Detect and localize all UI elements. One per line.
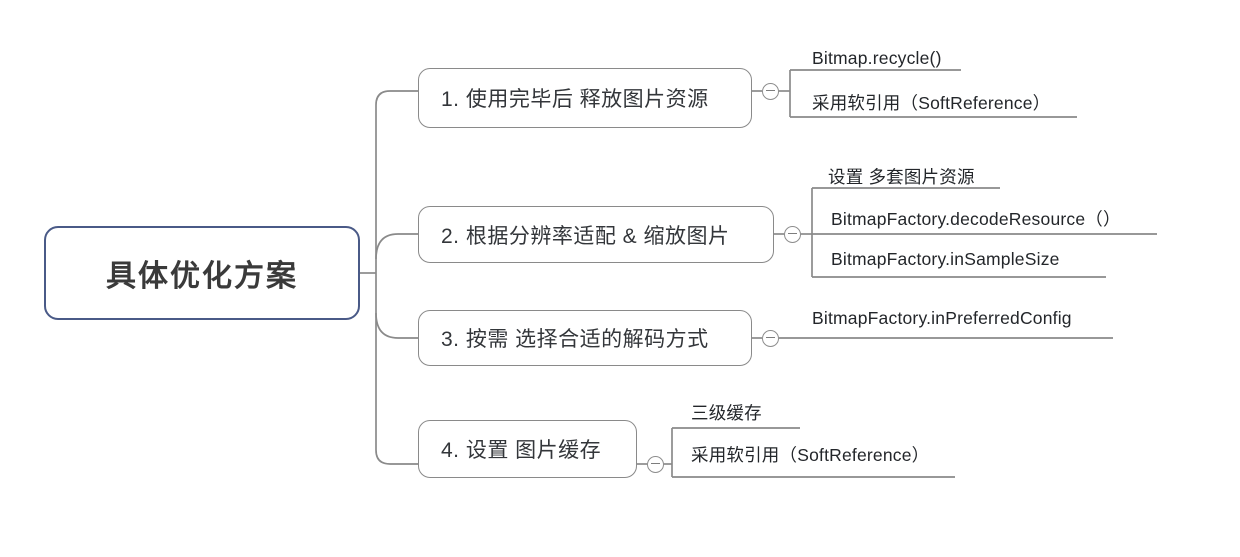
root-node-label: 具体优化方案	[106, 260, 298, 293]
branch-node-3[interactable]: 3. 按需 选择合适的解码方式	[418, 310, 752, 366]
collapse-toggle-branch-4[interactable]	[647, 455, 664, 473]
branch-node-4-label: 4. 设置 图片缓存	[441, 439, 602, 462]
leaf-branch-1-item-1[interactable]: Bitmap.recycle()	[812, 48, 942, 68]
leaf-branch-3-item-1[interactable]: BitmapFactory.inPreferredConfig	[812, 308, 1072, 328]
branch-node-1-label: 1. 使用完毕后 释放图片资源	[441, 88, 709, 111]
branch-node-3-label: 3. 按需 选择合适的解码方式	[441, 328, 709, 351]
leaf-branch-2-item-1[interactable]: 设置 多套图片资源	[828, 167, 975, 187]
trunk-elbow-2	[375, 233, 418, 260]
branch-node-1[interactable]: 1. 使用完毕后 释放图片资源	[418, 68, 752, 128]
root-node[interactable]: 具体优化方案	[44, 226, 360, 320]
branch-node-2-label: 2. 根据分辨率适配 & 缩放图片	[441, 224, 730, 248]
leaf-branch-1-item-2[interactable]: 采用软引用（SoftReference）	[812, 93, 1051, 113]
leaf-branch-4-item-2[interactable]: 采用软引用（SoftReference）	[691, 445, 930, 465]
leaf-branch-2-item-2[interactable]: BitmapFactory.decodeResource（）	[831, 209, 1121, 229]
collapse-toggle-branch-3[interactable]	[762, 329, 779, 347]
trunk-elbow-4	[375, 449, 418, 465]
branch-node-4[interactable]: 4. 设置 图片缓存	[418, 420, 637, 478]
trunk-elbow-1	[375, 90, 418, 106]
collapse-toggle-branch-2[interactable]	[784, 225, 801, 243]
branch-node-2[interactable]: 2. 根据分辨率适配 & 缩放图片	[418, 206, 774, 263]
collapse-toggle-branch-1[interactable]	[762, 82, 779, 100]
leaf-branch-2-item-3[interactable]: BitmapFactory.inSampleSize	[831, 249, 1060, 269]
trunk-elbow-3	[375, 312, 418, 339]
leaf-branch-4-item-1[interactable]: 三级缓存	[691, 403, 762, 423]
